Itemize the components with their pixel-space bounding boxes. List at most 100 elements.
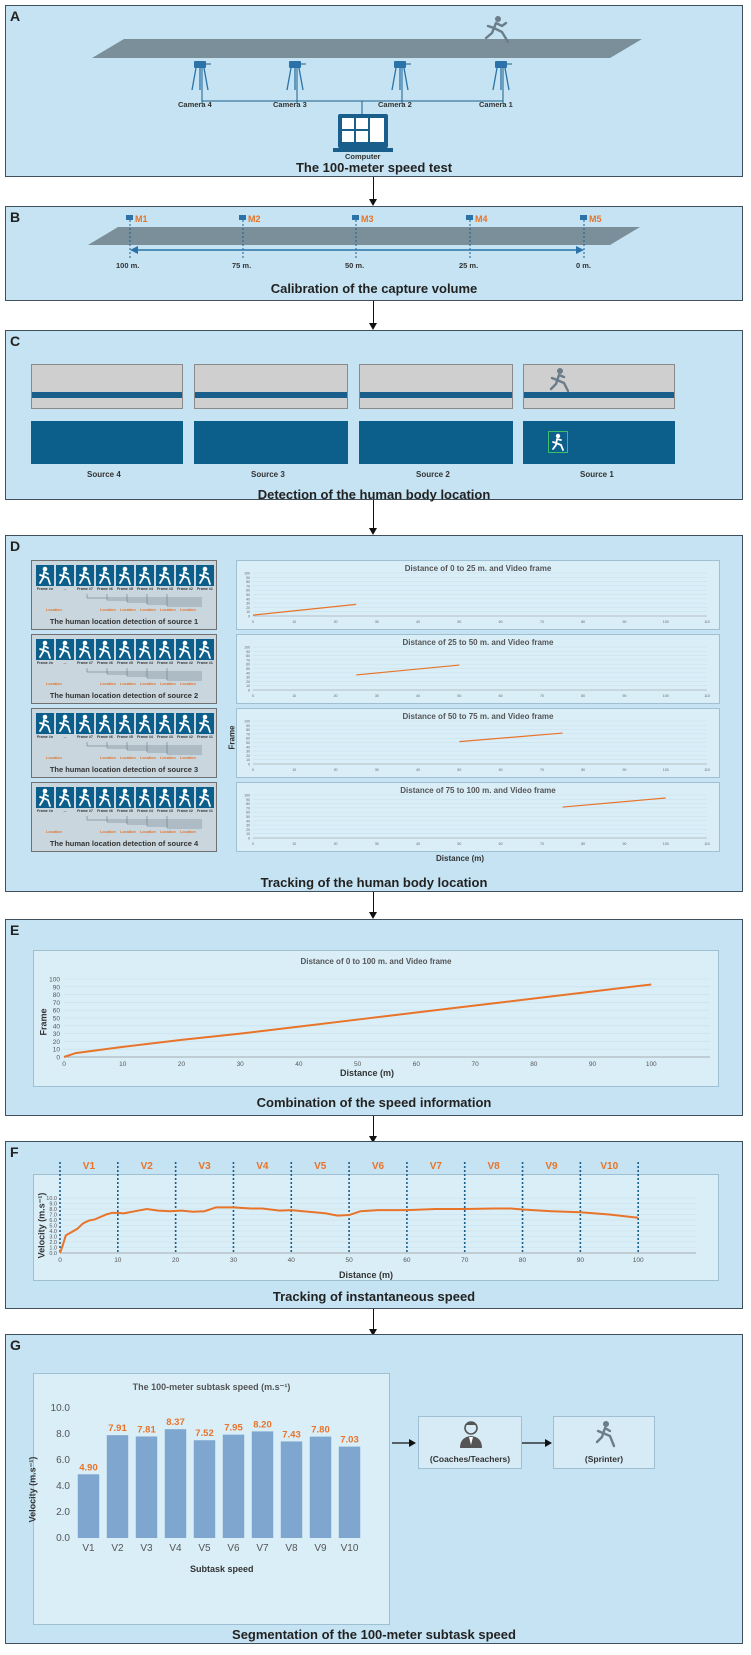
tick-label-x: 10 (292, 620, 296, 624)
coach-box: (Coaches/Teachers) (418, 1416, 522, 1469)
tick-label-y: 10 (246, 684, 250, 688)
tick-label-y: 100 (244, 572, 250, 576)
frame-label: Frame #4 (137, 809, 153, 813)
frame-label: Frame #7 (77, 809, 93, 813)
tick-label-x: 50 (457, 694, 461, 698)
tick-label-y: 50 (246, 593, 250, 597)
tick-label-x: 20 (172, 1257, 180, 1264)
segment-label: V9 (545, 1161, 558, 1172)
tick-label-y: 40 (246, 597, 250, 601)
tick-label-y: 6.0 (56, 1455, 70, 1466)
panel-label: C (10, 333, 21, 349)
segment-label: V2 (141, 1161, 154, 1172)
bar (135, 1436, 158, 1538)
tick-label-x: 30 (230, 1257, 238, 1264)
tick-label-y: 10 (246, 610, 250, 614)
location-label: Location (140, 830, 156, 834)
track-diagram (92, 16, 642, 152)
tick-label-y: 0 (248, 837, 250, 841)
tick-label-y: 90 (246, 798, 250, 802)
camera-label: Camera 3 (273, 100, 307, 109)
tick-label-y: 0 (56, 1055, 60, 1062)
source-label: Source 4 (87, 470, 121, 479)
tick-label-y: 60 (246, 663, 250, 667)
source-caption: The human location detection of source 2 (49, 691, 199, 700)
camera-icon (492, 61, 510, 91)
tick-label-y: 80 (53, 992, 61, 999)
tick-label-x: V5 (198, 1543, 211, 1554)
tick-label-y: 5.0 (49, 1224, 57, 1230)
tick-label-x: 30 (375, 620, 379, 624)
frame-label: Frame #4 (137, 735, 153, 739)
tick-label-y: 70 (246, 732, 250, 736)
tick-label-y: 80 (246, 728, 250, 732)
tick-label-y: 20 (246, 680, 250, 684)
tick-label-x: V2 (111, 1543, 124, 1554)
segment-label: V5 (314, 1161, 327, 1172)
panel-title: Combination of the speed information (256, 1095, 492, 1110)
location-label: Location (140, 756, 156, 760)
tick-label-y: 40 (53, 1023, 61, 1030)
frame-thumbnail (156, 787, 174, 808)
panel-label: D (10, 538, 21, 554)
chart-d4: Distance of 75 to 100 m. and Video frame… (236, 782, 720, 852)
frame-thumbnail (76, 787, 94, 808)
tick-label-y: 10.0 (46, 1196, 57, 1202)
location-label: Location (100, 608, 116, 612)
panel-title: Tracking of the human body location (260, 875, 488, 890)
tick-label-x: 30 (375, 694, 379, 698)
frame-label: ... (63, 735, 67, 739)
tick-label-y: 10 (246, 758, 250, 762)
tick-label-x: 40 (416, 694, 420, 698)
tick-label-y: 50 (53, 1016, 61, 1023)
tick-label-y: 80 (246, 654, 250, 658)
tick-label-x: 40 (295, 1061, 303, 1068)
frame-label: Frame #3 (157, 735, 173, 739)
data-label: 7.81 (137, 1424, 156, 1435)
tick-label-x: 100 (663, 768, 669, 772)
tick-label-y: 100 (49, 977, 60, 984)
distance-label: 0 m. (576, 261, 592, 270)
tick-label-x: 110 (704, 694, 710, 698)
data-label: 7.43 (282, 1429, 301, 1440)
tick-label-y: 9.0 (49, 1202, 57, 1208)
source-caption: The human location detection of source 3 (49, 765, 199, 774)
frame-label: Frame #n (37, 587, 53, 591)
panel-label: E (10, 922, 20, 938)
axis-label-x: Distance (m) (340, 1068, 395, 1078)
source-caption: The human location detection of source 1 (49, 617, 199, 626)
tick-label-x: 50 (457, 842, 461, 846)
tick-label-y: 40 (246, 819, 250, 823)
tick-label-x: 80 (581, 694, 585, 698)
arrow-down-icon (369, 323, 377, 330)
tick-label-x: 110 (704, 620, 710, 624)
frame-thumbnail (176, 787, 194, 808)
sprinter-box: (Sprinter) (553, 1416, 655, 1469)
frame-label: Frame #5 (117, 661, 133, 665)
tick-label-y: 30 (246, 824, 250, 828)
tick-label-x: 60 (499, 768, 503, 772)
location-label: Location (180, 682, 196, 686)
frame-label: Frame #1 (197, 809, 213, 813)
frame-label: Frame #5 (117, 587, 133, 591)
panel-title: The 100-meter speed test (295, 160, 453, 175)
panel-title: Detection of the human body location (257, 487, 491, 502)
tick-label-y: 30 (246, 602, 250, 606)
frame-label: Frame #7 (77, 661, 93, 665)
tick-label-y: 70 (246, 584, 250, 588)
frame-label: Frame #2 (177, 587, 193, 591)
location-label: Location (100, 682, 116, 686)
source-view (523, 364, 675, 409)
frame-label: Frame #5 (117, 809, 133, 813)
segment-label: V6 (372, 1161, 385, 1172)
tick-label-x: V10 (341, 1543, 359, 1554)
location-label: Location (120, 682, 136, 686)
coach-icon (460, 1421, 482, 1448)
frame-thumbnail (196, 639, 214, 660)
connector (373, 1116, 374, 1138)
panel-title: Tracking of instantaneous speed (272, 1289, 476, 1304)
tick-label-x: 90 (589, 1061, 597, 1068)
calibration-diagram (88, 215, 640, 259)
